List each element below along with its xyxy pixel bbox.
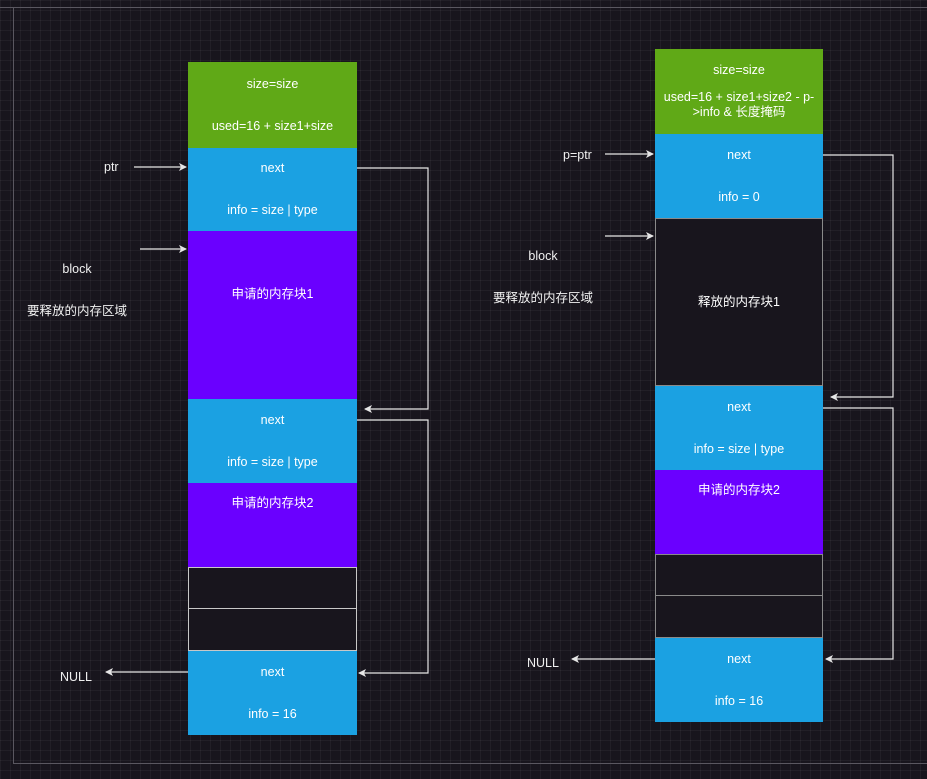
- right-header-used-line2: >info & 长度掩码: [692, 105, 786, 119]
- right-node1-info: info = 0: [718, 189, 760, 204]
- left-node2-info: info = size | type: [227, 454, 318, 469]
- right-block-label: block 要释放的内存区域: [490, 221, 596, 333]
- left-null-label: NULL: [60, 670, 92, 684]
- right-tail-next: next: [727, 651, 751, 666]
- right-node1-next: next: [727, 147, 751, 162]
- left-region1-block: 申请的内存块1: [188, 231, 357, 399]
- right-empty-cell-2: [655, 595, 823, 638]
- frame-left-line: [13, 8, 14, 763]
- right-empty-cell-1: [655, 554, 823, 596]
- right-node2-info: info = size | type: [693, 441, 785, 456]
- right-next2-connector: [823, 407, 894, 663]
- right-ptr-label: p=ptr: [563, 148, 592, 162]
- right-null-label: NULL: [527, 656, 559, 670]
- frame-top-line: [0, 7, 927, 8]
- left-node1-info: info = size | type: [227, 203, 318, 217]
- left-next1-connector: [357, 167, 429, 413]
- right-region2-label: 申请的内存块2: [698, 483, 780, 497]
- left-node2-next: next: [260, 412, 285, 427]
- left-tail-info: info = 16: [248, 706, 297, 721]
- left-empty-cell-2: [188, 608, 357, 651]
- left-block-label-line2: 要释放的内存区域: [26, 304, 127, 318]
- right-header-size: size=size: [713, 63, 765, 77]
- left-tail-next: next: [260, 664, 285, 679]
- left-node1-block: next info = size | type: [188, 148, 357, 231]
- left-next2-connector: [357, 419, 429, 677]
- right-header-block: size=size used=16 + size1+size2 - p- >in…: [655, 49, 823, 134]
- left-header-size: size=size: [246, 76, 299, 91]
- left-header-used: used=16 + size1+size: [211, 118, 334, 133]
- left-tail-block: next info = 16: [188, 651, 357, 735]
- left-region1-label: 申请的内存块1: [231, 287, 314, 301]
- left-region2-block: 申请的内存块2: [188, 483, 357, 567]
- right-node1-block: next info = 0: [655, 134, 823, 218]
- frame-bottom-line: [13, 763, 927, 764]
- right-tail-info: info = 16: [714, 693, 764, 708]
- right-block-label-line2: 要释放的内存区域: [492, 291, 593, 305]
- right-freed-region-block: 释放的内存块1: [655, 218, 823, 386]
- left-node2-block: next info = size | type: [188, 399, 357, 483]
- right-next1-connector: [823, 154, 894, 401]
- right-freed-region-label: 释放的内存块1: [698, 294, 780, 309]
- right-region2-block: 申请的内存块2: [655, 470, 823, 554]
- left-region2-label: 申请的内存块2: [231, 496, 314, 510]
- right-block-label-line1: block: [528, 249, 558, 263]
- right-header-used-line1: used=16 + size1+size2 - p-: [663, 90, 815, 104]
- left-node1-next: next: [260, 161, 285, 175]
- left-header-block: size=size used=16 + size1+size: [188, 62, 357, 148]
- left-block-label-line1: block: [62, 262, 92, 276]
- left-ptr-label: ptr: [104, 160, 119, 174]
- right-node2-block: next info = size | type: [655, 386, 823, 470]
- left-block-label: block 要释放的内存区域: [24, 234, 130, 346]
- right-tail-block: next info = 16: [655, 638, 823, 722]
- right-node2-next: next: [727, 399, 751, 414]
